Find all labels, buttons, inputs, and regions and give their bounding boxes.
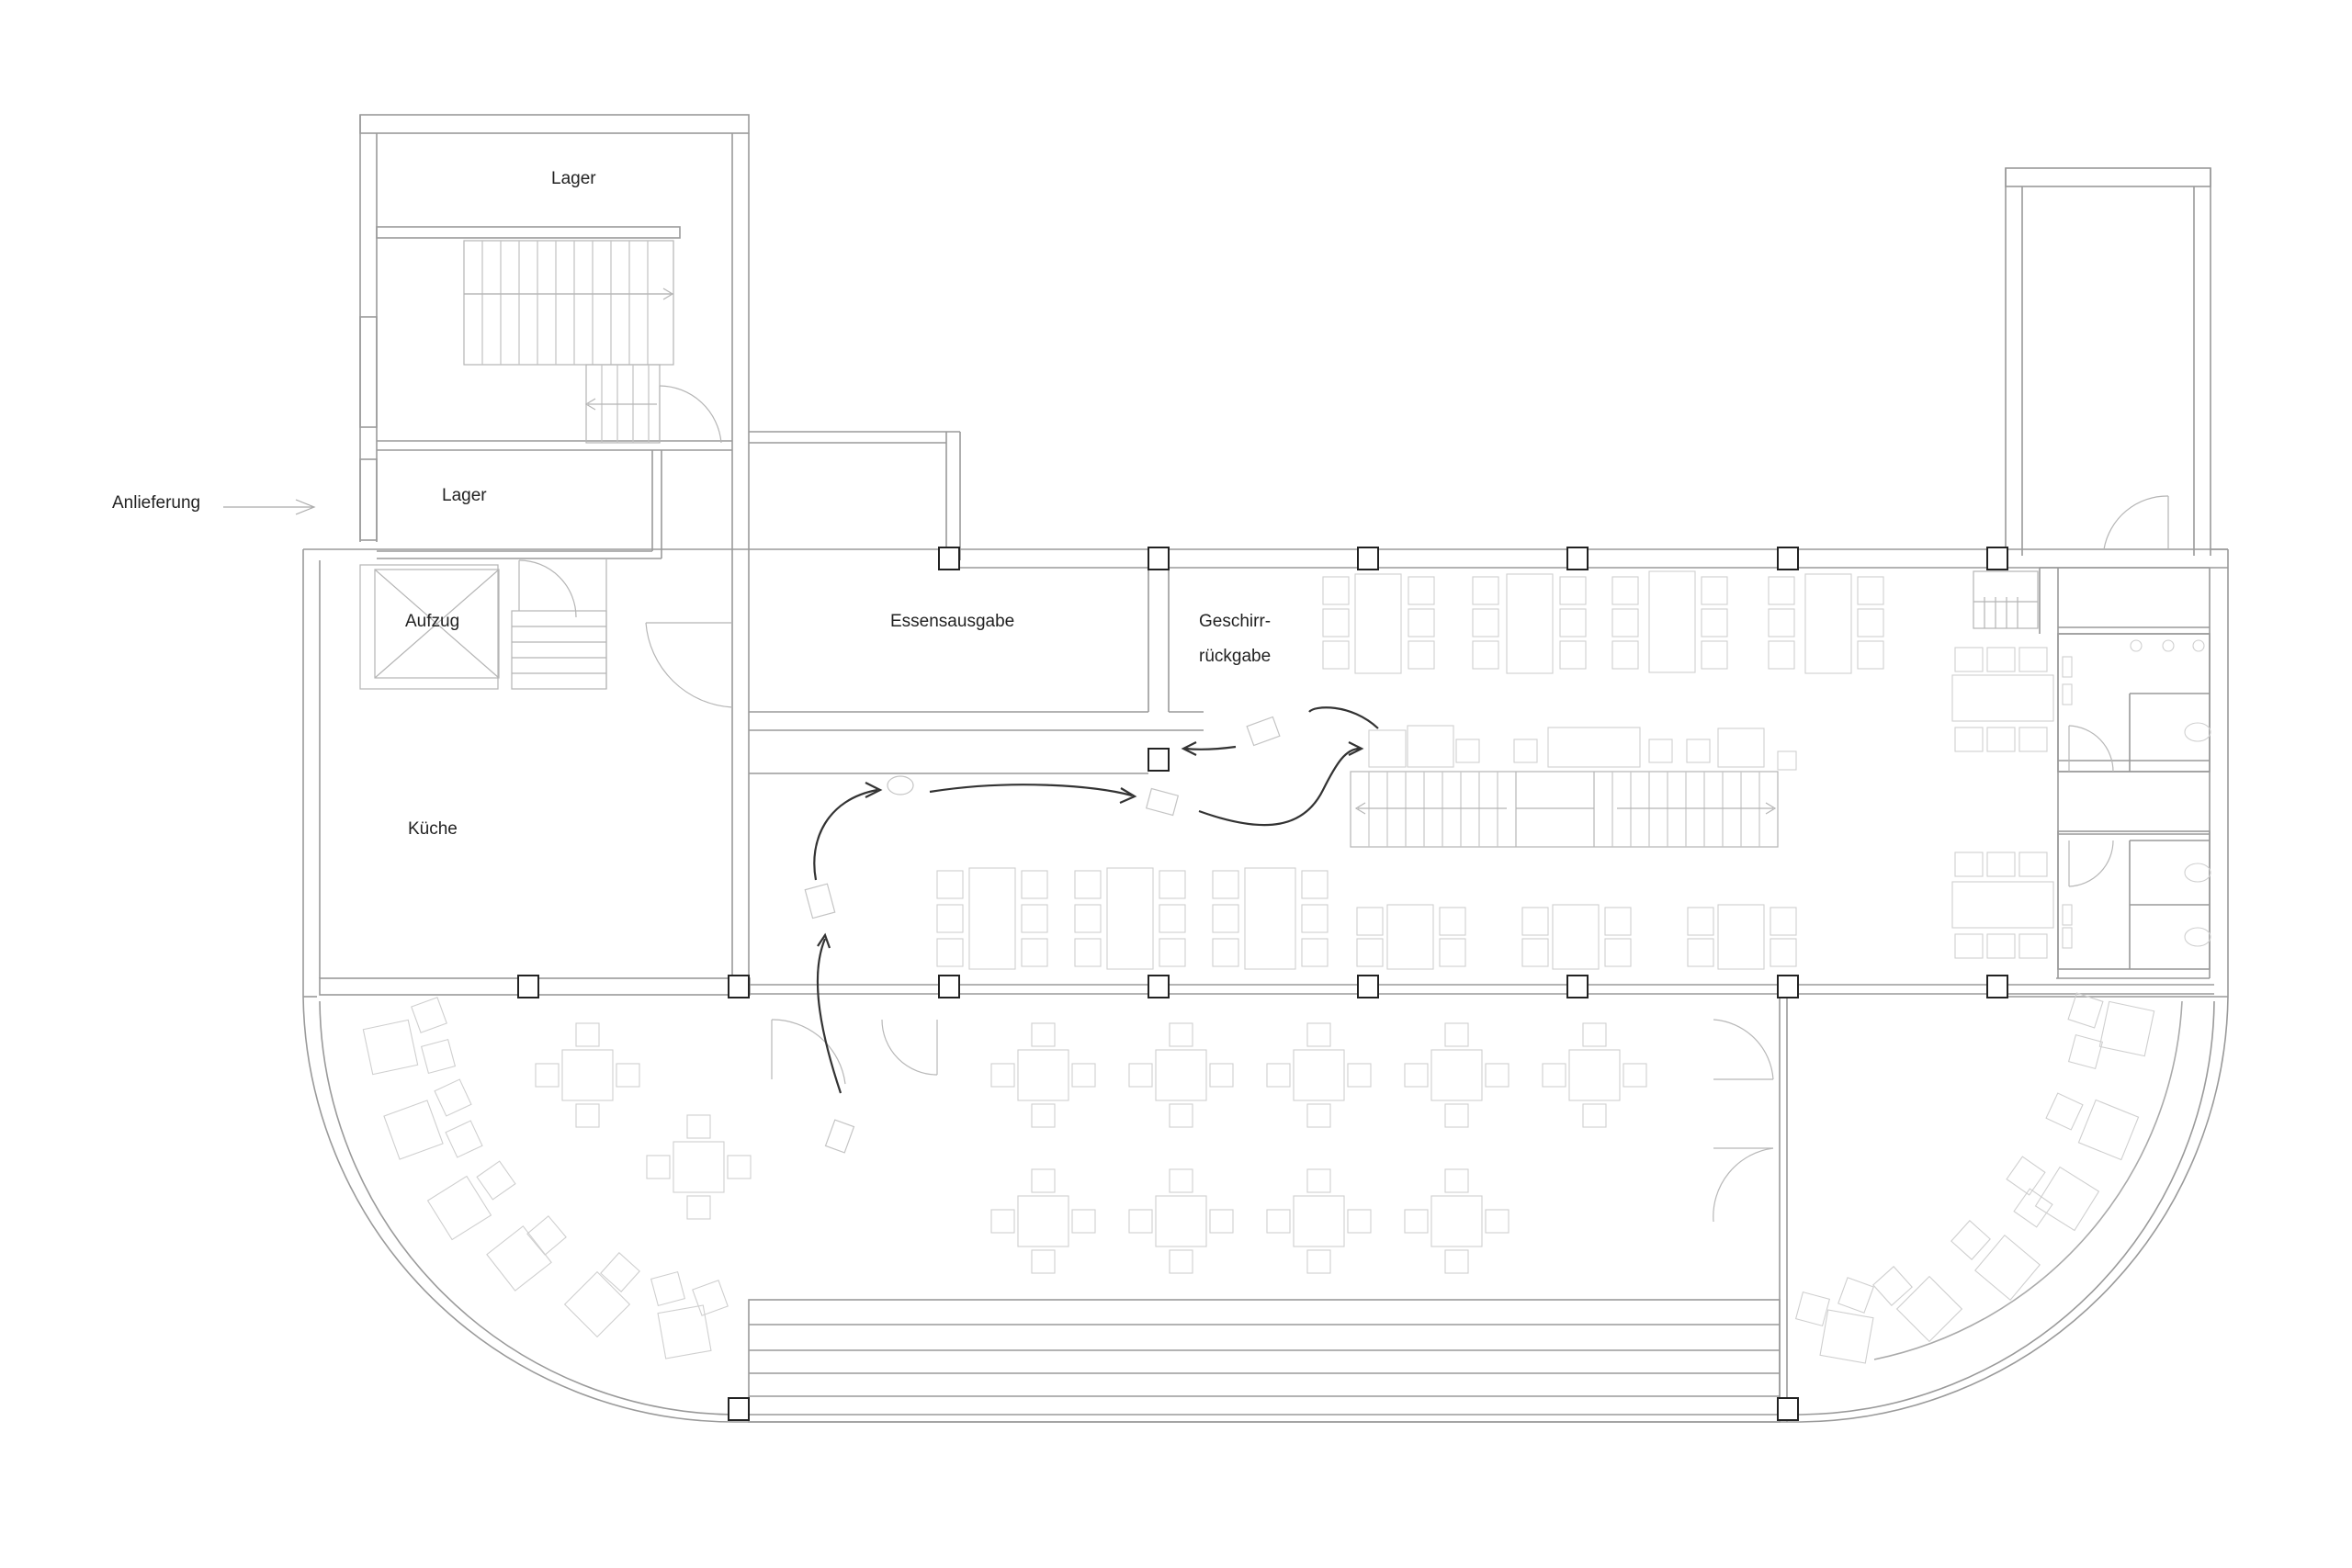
terrace-table [990,1168,1096,1274]
terrace-table [646,1114,752,1220]
structural-column [1357,547,1379,570]
terrace-table [535,1022,640,1128]
terrace-table [1266,1168,1372,1274]
room-labels: Lager Anlieferung Lager Aufzug Küche Ess… [112,169,1271,839]
terrace-table [1128,1022,1234,1128]
structural-column [1148,975,1170,998]
arrow-head-icon [1348,741,1364,756]
label-geschirr-line2: rückgabe [1199,647,1271,666]
structural-column [1777,975,1799,998]
flow-path-arrow [1184,745,1237,750]
structural-column [1566,547,1589,570]
label-lager-small: Lager [442,486,487,505]
terrace-table [1266,1022,1372,1128]
terrace-table [1128,1168,1234,1274]
structural-column [1148,547,1170,570]
flow-paths [813,706,1379,1094]
structural-column [1148,748,1170,772]
structural-column [517,975,539,998]
structural-column [1777,1397,1799,1421]
terrace-table [990,1022,1096,1128]
structural-column [1566,975,1589,998]
structural-column [1986,975,2008,998]
structural-column [1986,547,2008,570]
structural-column [1777,547,1799,570]
arrow-head-icon [1181,741,1197,756]
terrace-table [1404,1168,1510,1274]
stairs [359,240,2169,848]
flow-path-arrow [1198,747,1361,827]
arrow-head-icon [1119,787,1137,805]
label-aufzug: Aufzug [405,612,459,631]
columns [517,547,2008,1421]
label-kueche: Küche [408,819,458,839]
person-figures [804,716,1281,1154]
label-essensausgabe: Essensausgabe [890,612,1014,631]
structural-column [728,1397,750,1421]
terrace-table [1542,1022,1647,1128]
arrow-head-icon [865,782,883,798]
label-lager-top: Lager [551,169,596,188]
flow-path-arrow [813,788,878,881]
delivery-arrow-icon [223,499,316,515]
furniture [362,570,2211,1364]
walls [302,114,2229,1423]
doors [771,725,2114,1223]
arrow-head-icon [817,932,831,949]
structural-column [1357,975,1379,998]
flow-path-arrow [1308,706,1379,729]
flow-path-arrow [816,938,842,1094]
label-anlieferung: Anlieferung [112,493,200,513]
structural-column [938,547,960,570]
flow-path-arrow [929,784,1133,797]
structural-column [938,975,960,998]
structural-column [728,975,750,998]
label-geschirr-line1: Geschirr- [1199,612,1271,631]
terrace-table [1404,1022,1510,1128]
